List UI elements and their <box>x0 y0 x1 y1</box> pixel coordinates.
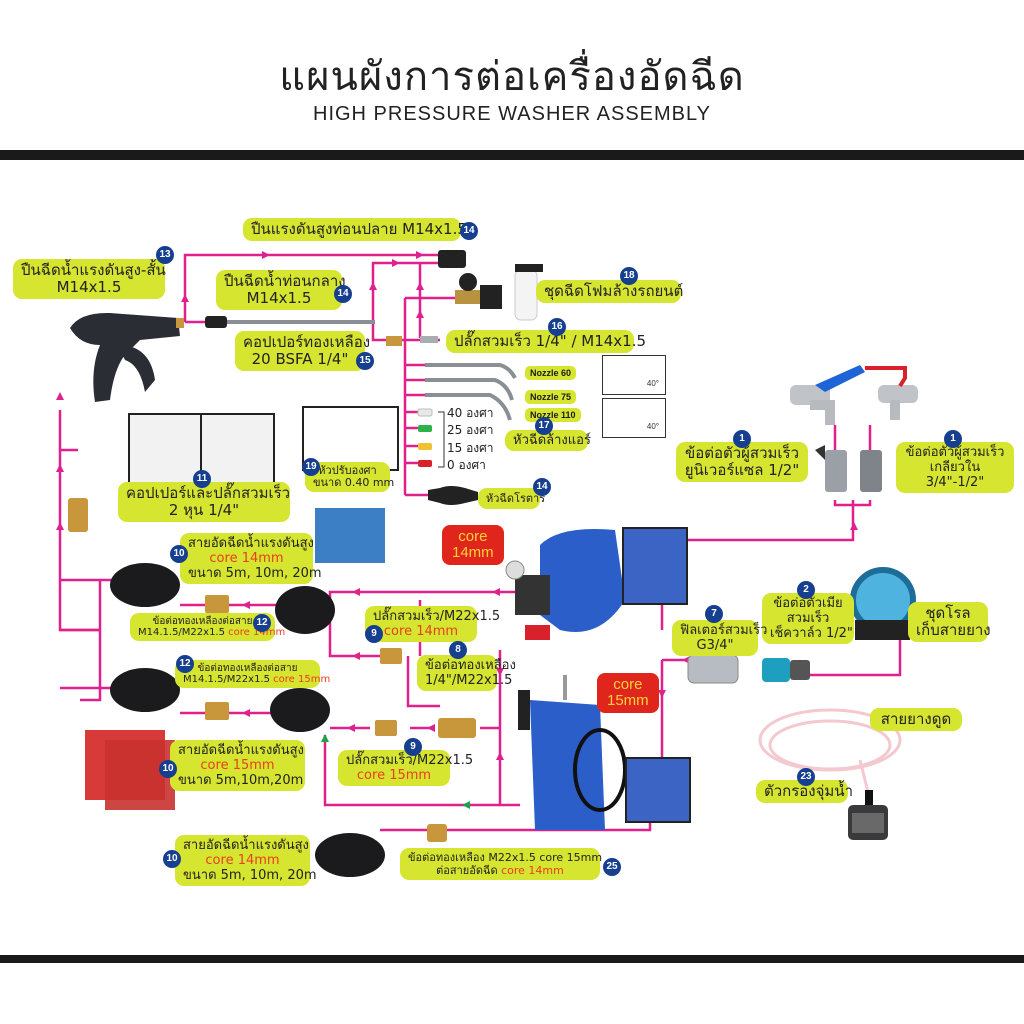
label-hose14-top: สายอัดฉีดน้ำแรงดันสูง core 14mm ขนาด 5m,… <box>180 533 322 584</box>
brass-fitting-images <box>68 498 476 842</box>
badge-1-b: 1 <box>944 430 962 448</box>
label-strainer: ตัวกรองจุ่มน้ำ <box>756 780 853 803</box>
hose-reel-image <box>850 567 916 640</box>
spray-gun-image <box>70 312 184 402</box>
label-coupler-plug: คอปเปอร์และปลั๊กสวมเร็ว 2 หุน 1/4" <box>118 482 290 522</box>
garden-connector-images <box>815 445 882 492</box>
badge-23: 23 <box>797 768 815 786</box>
badge-17: 17 <box>535 417 553 435</box>
rotary-nozzle-image <box>428 486 478 505</box>
badge-18: 18 <box>620 267 638 285</box>
label-brass-hose15: ข้อต่อทองเหลืองต่อสาย M14.1.5/M22x1.5 co… <box>175 660 330 688</box>
label-plug15: ปลั๊กสวมเร็ว/M22x1.5 core 15mm <box>338 750 473 786</box>
female-connector-image <box>762 658 810 682</box>
badge-10-bottom: 10 <box>163 850 181 868</box>
tip-0-image <box>418 460 432 467</box>
badge-8: 8 <box>449 641 467 659</box>
lance-image <box>205 316 375 328</box>
label-gun-short: ปืนฉีดน้ำแรงดันสูง-สั้น M14x1.5 <box>13 259 166 299</box>
label-male-universal: ข้อต่อตัวผู้สวมเร็ว ยูนิเวอร์แซล 1/2" <box>676 442 808 482</box>
label-hose-reel: ชุดโรล เก็บสายยาง <box>908 602 991 642</box>
nozzle-60-pattern-box: 40° <box>602 355 666 395</box>
label-suction-hose: สายยางดูด <box>870 708 962 731</box>
label-nozzle-110: Nozzle 110 <box>525 408 581 422</box>
outlet-detail-photo <box>625 757 691 823</box>
callout-core-14: core 14mm <box>442 525 504 565</box>
label-brass-quarter: ข้อต่อทองเหลือง 1/4"/M22x1.5 <box>417 655 516 691</box>
pump-detail-photo <box>622 527 688 605</box>
nozzle-angle-label: 40° <box>646 422 659 431</box>
badge-16: 16 <box>548 318 566 336</box>
hose-coil-images <box>110 563 385 877</box>
label-foam-kit: ชุดฉีดโฟมล้างรถยนต์ <box>536 280 683 303</box>
top-divider <box>0 150 1024 160</box>
aircon-nozzle-images <box>425 363 517 421</box>
label-hose15: สายอัดฉีดน้ำแรงดันสูง core 15mm ขนาด 5m,… <box>170 740 305 791</box>
tip-25-image <box>418 425 432 432</box>
badge-9-a: 9 <box>365 625 383 643</box>
label-filter: ฟิลเตอร์สวมเร็ว G3/4" <box>672 620 767 656</box>
label-aircon-nozzle: หัวฉีดล้างแอร์ <box>505 430 591 451</box>
label-rotary-nozzle: หัวฉีดโรตารี่ <box>478 488 545 509</box>
label-female-valve: ข้อต่อตัวเมีย สวมเร็ว เช็ควาล์ว 1/2" <box>762 593 854 644</box>
coupler-photo-2 <box>200 413 275 488</box>
filter-image <box>687 654 739 684</box>
strainer-image <box>848 790 888 840</box>
badge-14-mid: 14 <box>334 285 352 303</box>
quick-plug-image <box>420 336 438 343</box>
label-brass-m22: ข้อต่อทองเหลือง M22x1.5 core 15mm ต่อสาย… <box>400 848 602 880</box>
badge-14-rotary: 14 <box>533 478 551 496</box>
label-tip-25: 25 องศา <box>447 423 494 437</box>
green-arrow <box>462 801 470 809</box>
tip-15-image <box>418 443 432 450</box>
badge-2: 2 <box>797 581 815 599</box>
label-nozzle-60: Nozzle 60 <box>525 366 577 380</box>
badge-10-top: 10 <box>170 545 188 563</box>
badge-7: 7 <box>705 605 723 623</box>
label-hose14-bottom: สายอัดฉีดน้ำแรงดันสูง core 14mm ขนาด 5m,… <box>175 835 317 886</box>
label-lance-mid: ปืนฉีดน้ำท่อนกลาง M14x1.5 <box>216 270 346 310</box>
label-lance-end: ปืนแรงดันสูงท่อนปลาย M14x1.5 <box>243 218 467 241</box>
page-title: แผนผังการต่อเครื่องอัดฉีด <box>279 54 745 100</box>
end-lance-image <box>438 250 466 268</box>
label-brass-hose14: ข้อต่อทองเหลืองต่อสาย M14.1.5/M22x1.5 co… <box>130 613 285 641</box>
label-angle-tip: หัวปรับองศา ขนาด 0.40 mm <box>305 462 394 492</box>
green-arrow <box>321 734 329 742</box>
badge-9-b: 9 <box>404 738 422 756</box>
badge-19: 19 <box>302 458 320 476</box>
label-quick-plug: ปลั๊กสวมเร็ว 1/4" / M14x1.5 <box>446 330 646 353</box>
faucet-images <box>790 365 918 425</box>
badge-1-a: 1 <box>733 430 751 448</box>
page-subtitle: HIGH PRESSURE WASHER ASSEMBLY <box>313 103 711 125</box>
badge-14-end: 14 <box>460 222 478 240</box>
label-nozzle-75: Nozzle 75 <box>525 390 577 404</box>
badge-10-mid: 10 <box>159 760 177 778</box>
label-plug14: ปลั๊กสวมเร็ว/M22x1.5 core 14mm <box>365 606 500 642</box>
badge-13: 13 <box>156 246 174 264</box>
badge-12-b: 12 <box>176 655 194 673</box>
callout-core-15: core 15mm <box>597 673 659 713</box>
brass-coupler-image <box>386 336 402 346</box>
label-male-thread: ข้อต่อตัวผู้สวมเร็ว เกลียวใน 3/4"-1/2" <box>896 442 1014 493</box>
tip-40-image <box>417 408 433 417</box>
bottom-divider <box>0 955 1024 963</box>
label-tip-15: 15 องศา <box>447 441 494 455</box>
nozzle-75-110-pattern-box: 40° <box>602 398 666 438</box>
label-tip-0: 0 องศา <box>447 458 486 472</box>
badge-25: 25 <box>603 858 621 876</box>
pressure-washer-14-image <box>505 529 625 640</box>
label-brass-coupler: คอปเปอร์ทองเหลือง 20 BSFA 1/4" <box>235 331 370 371</box>
nozzle-angle-label: 40° <box>646 379 659 388</box>
coupler-photo-1 <box>128 413 203 488</box>
badge-12-a: 12 <box>253 614 271 632</box>
label-tip-40: 40 องศา <box>447 406 494 420</box>
badge-15: 15 <box>356 352 374 370</box>
badge-11: 11 <box>193 470 211 488</box>
foam-cannon-image <box>455 264 543 321</box>
